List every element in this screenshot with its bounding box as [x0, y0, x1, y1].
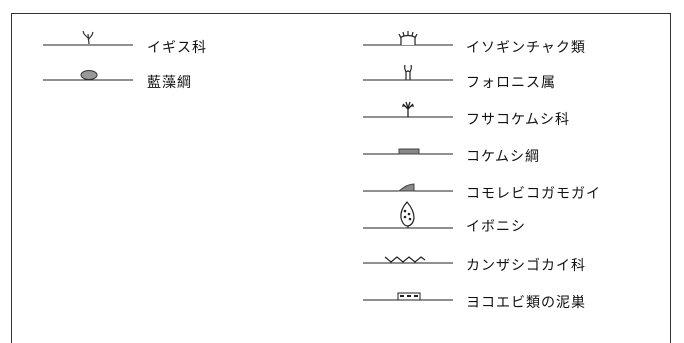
legend-item-komorebikogamogai: コモレビコガモガイ — [363, 175, 663, 205]
legend-label: 藍藻綱 — [147, 75, 192, 91]
tube-worm-icon — [363, 256, 453, 264]
limpet-icon — [363, 183, 453, 192]
bryozoan-mat-icon — [363, 148, 453, 155]
legend-label: ヨコエビ類の泥巣 — [466, 295, 586, 311]
legend-item-isoginchaku: イソギンチャク類 — [363, 29, 663, 59]
phoronid-icon — [363, 64, 453, 81]
legend-item-ransou: 藍藻綱 — [43, 64, 243, 94]
whelk-icon — [363, 201, 453, 229]
sea-anemone-icon — [363, 31, 453, 46]
legend-item-iboniishi: イボニシ — [363, 201, 663, 238]
legend-item-igisu: イギス科 — [43, 29, 243, 59]
legend-item-phoronis: フォロニス属 — [363, 64, 663, 94]
legend-item-kanzashigokai: カンザシゴカイ科 — [363, 247, 663, 277]
legend-label: イソギンチャク類 — [466, 40, 586, 56]
legend-label: フォロニス属 — [466, 75, 556, 91]
legend-item-yokoebi: ヨコエビ類の泥巣 — [363, 284, 663, 314]
blue-green-algae-icon — [43, 70, 133, 81]
legend-label: カンザシゴカイ科 — [466, 258, 586, 274]
red-algae-icon — [43, 30, 133, 46]
legend-label: コモレビコガモガイ — [466, 186, 601, 202]
legend-frame — [11, 13, 671, 343]
legend-item-kokemushi: コケムシ綱 — [363, 138, 663, 168]
legend-label: イボニシ — [466, 219, 526, 235]
legend-label: フサコケムシ科 — [466, 112, 571, 128]
legend-label: コケムシ綱 — [466, 149, 541, 165]
bryozoan-tuft-icon — [363, 101, 453, 118]
legend-label: イギス科 — [147, 40, 207, 56]
amphipod-nest-icon — [363, 292, 453, 301]
legend-item-fusakokemushi: フサコケムシ科 — [363, 101, 663, 131]
